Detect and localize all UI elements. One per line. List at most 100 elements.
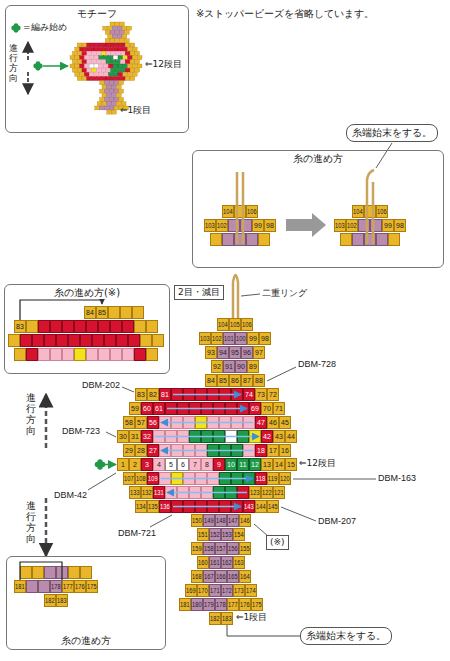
callout-number: 120 bbox=[280, 475, 290, 482]
bead bbox=[120, 30, 125, 34]
bead-cell: 103 bbox=[334, 219, 346, 232]
callout-number: 100 bbox=[236, 335, 246, 342]
callout-number: 47 bbox=[257, 419, 265, 426]
bead bbox=[113, 47, 118, 51]
callout-number: 96 bbox=[243, 349, 251, 356]
callout-number: 106 bbox=[377, 208, 387, 215]
callout-number: 106 bbox=[247, 208, 257, 215]
bead-cell: 85 bbox=[217, 374, 229, 387]
bead bbox=[84, 56, 89, 60]
callout-number: 158 bbox=[204, 545, 214, 552]
bead bbox=[15, 349, 26, 361]
callout-number: 14 bbox=[275, 461, 283, 468]
callout-number: 4 bbox=[157, 461, 161, 468]
start-arrow bbox=[43, 65, 68, 67]
callout-number: 72 bbox=[269, 391, 277, 398]
bead-cell: 83 bbox=[135, 388, 147, 401]
callout-number: 145 bbox=[268, 503, 278, 510]
bead-cell: 133 bbox=[129, 486, 141, 499]
color-code: DBM-163 bbox=[378, 473, 416, 484]
bead bbox=[77, 68, 82, 72]
double-ring bbox=[233, 275, 238, 318]
callout-number: 104 bbox=[223, 208, 233, 215]
bead bbox=[111, 51, 116, 55]
bead-cell: 182 bbox=[209, 612, 221, 625]
bead-cell: 84 bbox=[84, 306, 96, 319]
callout-number: 88 bbox=[255, 377, 263, 384]
bead-cell: 1 bbox=[117, 458, 129, 471]
bead bbox=[84, 64, 89, 68]
bead bbox=[104, 56, 109, 60]
bead bbox=[108, 72, 113, 76]
bead bbox=[102, 93, 107, 97]
bead bbox=[89, 56, 94, 60]
callout-number: 46 bbox=[269, 419, 277, 426]
callout-number: 143 bbox=[244, 503, 254, 510]
bead-cell: 4 bbox=[153, 458, 165, 471]
bead-cell: 73 bbox=[255, 388, 267, 401]
bead-cell: 121 bbox=[273, 486, 285, 499]
color-code: DBM-728 bbox=[298, 359, 336, 370]
bead bbox=[147, 321, 158, 333]
callout-number: 182 bbox=[45, 597, 55, 604]
bead-cell: 47 bbox=[255, 416, 267, 429]
bead bbox=[121, 307, 132, 319]
bead-cell: 134 bbox=[135, 500, 147, 513]
bead-cell: 104 bbox=[222, 205, 234, 218]
bead bbox=[341, 234, 352, 246]
bead bbox=[125, 60, 130, 64]
callout-number: 43 bbox=[275, 433, 283, 440]
bead-cell: 120 bbox=[279, 472, 291, 485]
callout-number: 56 bbox=[149, 419, 157, 426]
bead bbox=[109, 98, 114, 102]
bead-cell: 11 bbox=[237, 458, 249, 471]
bead bbox=[137, 64, 142, 68]
bead bbox=[116, 43, 121, 47]
bead-cell: 16 bbox=[279, 444, 291, 457]
callout-number: 103 bbox=[200, 335, 210, 342]
bead bbox=[120, 43, 125, 47]
bead-cell: 162 bbox=[221, 556, 233, 569]
callout-number: 173 bbox=[234, 587, 244, 594]
bead bbox=[106, 43, 111, 47]
bead bbox=[153, 335, 164, 347]
bead-cell: 173 bbox=[233, 584, 245, 597]
callout-number: 93 bbox=[207, 349, 215, 356]
callout-number: 104 bbox=[218, 321, 228, 328]
bead bbox=[135, 51, 140, 55]
bead-cell: 103 bbox=[199, 332, 211, 345]
bead-cell: 61 bbox=[153, 402, 165, 415]
bead bbox=[123, 349, 134, 361]
callout-number: 94 bbox=[219, 349, 227, 356]
bead-cell: 93 bbox=[205, 346, 217, 359]
callout-number: 180 bbox=[192, 601, 202, 608]
bead bbox=[51, 349, 62, 361]
legend-note: =編み始め bbox=[23, 22, 67, 33]
start-clover bbox=[95, 459, 106, 470]
bead-cell: 97 bbox=[253, 346, 265, 359]
callout-number: 31 bbox=[131, 433, 139, 440]
bead bbox=[63, 349, 74, 361]
bead bbox=[92, 68, 97, 72]
bead-cell: 152 bbox=[209, 528, 221, 541]
bead bbox=[107, 85, 112, 89]
callout-box: 糸端始末をする。 bbox=[346, 124, 438, 142]
callout-number: 172 bbox=[222, 587, 232, 594]
callout-number: 97 bbox=[255, 349, 263, 356]
bead-cell: 70 bbox=[261, 402, 273, 415]
bead-cell: 91 bbox=[223, 360, 235, 373]
bead bbox=[27, 321, 38, 333]
bead-cell: 106 bbox=[241, 318, 253, 331]
bead-cell: 60 bbox=[141, 402, 153, 415]
bead bbox=[95, 106, 100, 110]
callout-number: 107 bbox=[124, 475, 134, 482]
bead-cell: 10 bbox=[225, 458, 237, 471]
callout-number: 175 bbox=[252, 601, 262, 608]
bead bbox=[9, 335, 20, 347]
bead bbox=[117, 35, 122, 39]
bead-cell: 181 bbox=[14, 580, 26, 593]
callout-number: 119 bbox=[268, 475, 277, 482]
bead-cell: 159 bbox=[191, 542, 203, 555]
bead bbox=[123, 72, 128, 76]
bead bbox=[99, 72, 104, 76]
